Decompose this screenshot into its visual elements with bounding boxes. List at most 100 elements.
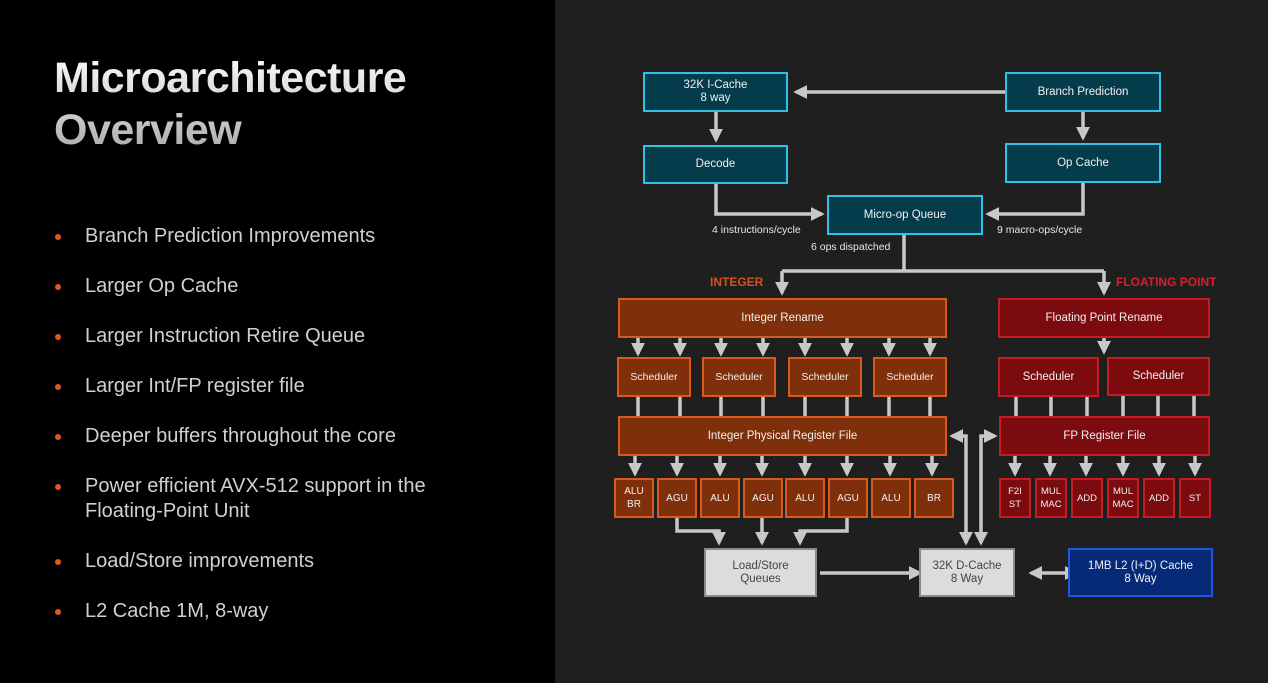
branch-prediction-label: Branch Prediction xyxy=(1037,85,1129,98)
bullet-item: Larger Instruction Retire Queue xyxy=(52,324,522,349)
text-panel: Microarchitecture Overview Branch Predic… xyxy=(0,0,555,683)
int-unit-agu: AGU xyxy=(828,478,868,518)
unit-label: ALU xyxy=(710,492,730,504)
int-unit-agu: AGU xyxy=(743,478,783,518)
bullet-text: Power efficient AVX-512 support in the F… xyxy=(85,475,426,522)
fp-scheduler-box: Scheduler xyxy=(998,357,1099,397)
load-store-label: Load/Store xyxy=(732,559,789,572)
fp-unit-add: ADD xyxy=(1143,478,1175,518)
bullet-dot-icon xyxy=(55,234,61,240)
bullet-dot-icon xyxy=(55,559,61,565)
unit-label: MUL xyxy=(1040,486,1062,497)
bullet-text: Branch Prediction Improvements xyxy=(85,225,376,247)
decode-label: Decode xyxy=(695,158,736,170)
dcache-label: 32K D-Cache xyxy=(932,559,1002,572)
scheduler-label: Scheduler xyxy=(715,370,763,383)
op-cache-label: Op Cache xyxy=(1057,156,1109,169)
unit-label: ALU xyxy=(881,492,901,504)
icache-label: 32K I-Cache xyxy=(683,79,748,91)
arrows-prf-to-units xyxy=(628,455,939,477)
arrow-agu1-to-lsq xyxy=(675,518,726,546)
fp-unit-mul-mac: MUL MAC xyxy=(1107,478,1139,518)
int-scheduler-box: Scheduler xyxy=(617,357,691,397)
bullet-item: Larger Op Cache xyxy=(52,274,522,299)
arrows-rename-to-schedulers xyxy=(631,337,937,357)
bullet-item: Load/Store improvements xyxy=(52,549,522,574)
fp-section-label: FLOATING POINT xyxy=(1116,275,1217,289)
dcache-ways: 8 Way xyxy=(950,572,984,585)
int-unit-br: BR xyxy=(914,478,954,518)
opcache-rate-label: 9 macro-ops/cycle xyxy=(997,224,1083,236)
integer-rename-box: Integer Rename xyxy=(618,298,947,338)
fp-scheduler-box: Scheduler xyxy=(1107,357,1210,396)
unit-label: AGU xyxy=(752,492,774,504)
bullet-dot-icon xyxy=(55,609,61,615)
bullet-item: L2 Cache 1M, 8-way xyxy=(52,599,522,624)
unit-label: ALU xyxy=(795,492,815,504)
bullet-text: L2 Cache 1M, 8-way xyxy=(85,600,269,622)
icache-ways: 8 way xyxy=(700,92,731,104)
bullet-text: Larger Instruction Retire Queue xyxy=(85,325,366,347)
unit-label: MUL xyxy=(1112,486,1134,497)
bullet-text: Larger Op Cache xyxy=(85,275,239,297)
int-scheduler-box: Scheduler xyxy=(788,357,862,397)
integer-section-label: INTEGER xyxy=(710,275,764,289)
int-unit-alu: ALU xyxy=(871,478,911,518)
bullet-item: Deeper buffers throughout the core xyxy=(52,424,522,449)
int-scheduler-box: Scheduler xyxy=(702,357,776,397)
arrow-dcache-fp-prf xyxy=(974,429,998,546)
unit-label: AGU xyxy=(666,492,688,504)
bullet-list: Branch Prediction Improvements Larger Op… xyxy=(52,224,522,624)
arrows-fp-prf-to-units xyxy=(1008,455,1202,477)
bullet-item: Power efficient AVX-512 support in the F… xyxy=(52,474,485,524)
bullet-item: Larger Int/FP register file xyxy=(52,374,522,399)
lines-fp-schedulers-to-prf xyxy=(1014,396,1196,416)
integer-register-file-label: Integer Physical Register File xyxy=(707,429,858,442)
bullet-dot-icon xyxy=(55,484,61,490)
int-unit-alu: ALU xyxy=(785,478,825,518)
branch-prediction-box: Branch Prediction xyxy=(1005,72,1161,112)
bullet-item: Branch Prediction Improvements xyxy=(52,224,522,249)
unit-label: ADD xyxy=(1076,492,1098,504)
fp-register-file-label: FP Register File xyxy=(1063,429,1146,442)
int-unit-agu: AGU xyxy=(657,478,697,518)
int-scheduler-box: Scheduler xyxy=(873,357,947,397)
scheduler-label: Scheduler xyxy=(630,370,678,383)
fp-rename-label: Floating Point Rename xyxy=(1045,311,1163,324)
arrow-agu3-to-lsq xyxy=(793,518,849,546)
bullet-dot-icon xyxy=(55,384,61,390)
unit-label: BR xyxy=(927,492,941,504)
unit-label: MAC xyxy=(1112,499,1134,510)
scheduler-label: Scheduler xyxy=(1132,370,1185,382)
unit-label: ALU xyxy=(624,486,644,497)
unit-label: ST xyxy=(1188,492,1202,504)
bullet-dot-icon xyxy=(55,334,61,340)
arrow-dcache-int-prf xyxy=(949,429,973,546)
bullet-text: Load/Store improvements xyxy=(85,550,315,572)
int-unit-alu: ALU xyxy=(700,478,740,518)
unit-label: BR xyxy=(627,499,641,510)
lines-schedulers-to-prf xyxy=(636,396,932,416)
fp-unit-st: ST xyxy=(1179,478,1211,518)
integer-rename-label: Integer Rename xyxy=(741,311,824,324)
unit-label: AGU xyxy=(837,492,859,504)
scheduler-label: Scheduler xyxy=(886,370,934,383)
load-store-label: Queues xyxy=(740,572,781,585)
micro-op-queue-label: Micro-op Queue xyxy=(863,208,947,221)
fp-unit-mul-mac: MUL MAC xyxy=(1035,478,1067,518)
bullet-dot-icon xyxy=(55,434,61,440)
unit-label: MAC xyxy=(1040,499,1062,510)
fp-rename-box: Floating Point Rename xyxy=(998,298,1210,338)
scheduler-label: Scheduler xyxy=(801,370,849,383)
unit-label: ADD xyxy=(1148,492,1170,504)
scheduler-label: Scheduler xyxy=(1022,370,1075,383)
decode-rate-label: 4 instructions/cycle xyxy=(712,224,801,236)
dispatch-rate-label: 6 ops dispatched xyxy=(811,241,891,253)
arrow-decode-to-queue xyxy=(714,183,825,221)
unit-label: F2I xyxy=(1008,486,1022,497)
